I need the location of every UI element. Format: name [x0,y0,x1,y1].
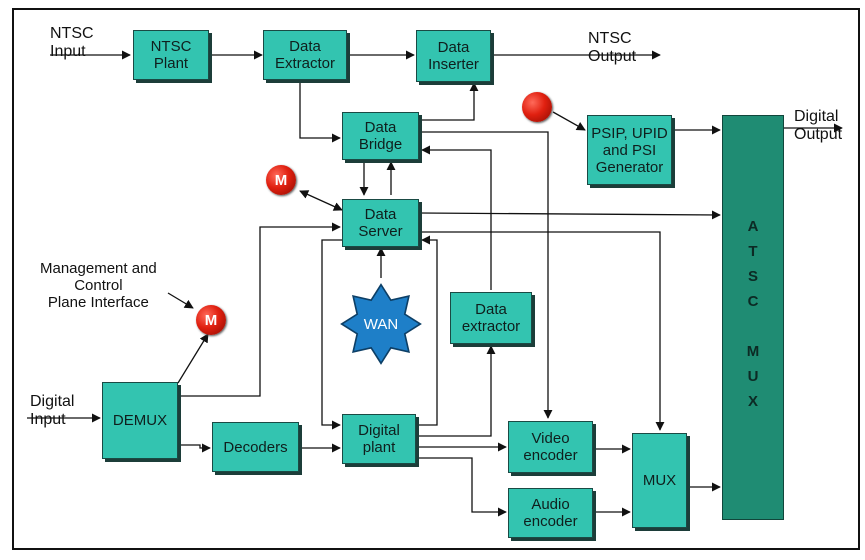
arrow-plant-audio [417,457,507,517]
atsc-mux-label: ATSC MUX [744,217,762,418]
demux-block: DEMUX [102,382,178,459]
arrow-demux-decoders [178,443,211,453]
digital-output-label: Digital Output [794,108,843,143]
wan-label: WAN [363,315,399,333]
management-m-icon: M [196,305,226,335]
arrow-server-mux [420,231,665,431]
video-encoder-block: Video encoder [508,421,593,473]
wan-star-icon [340,283,422,365]
ntsc-input-label: NTSC Input [50,25,94,60]
arrow-extractor-mid-bridge [421,145,492,290]
data-inserter-block: Data Inserter [416,30,491,82]
arrow-bridge-inserter [420,82,479,121]
psip-generator-block: PSIP, UPID and PSI Generator [587,115,672,185]
digital-plant-block: Digital plant [342,414,416,464]
audio-encoder-block: Audio encoder [508,488,593,538]
data-extractor-mid-block: Data extractor [450,292,532,344]
arrow-m-psip [552,111,586,131]
mux-block: MUX [632,433,687,528]
arrow-server-atsc [419,210,721,220]
arrow-mgmt-m [167,292,194,309]
arrow-server-plant [321,239,342,430]
ntsc-output-label: NTSC Output [588,30,637,65]
arrow-plant-server [417,235,438,426]
arrow-demux-m [177,333,209,384]
decoders-block: Decoders [212,422,299,472]
mgmt-interface-label: Management and Control Plane Interface [40,260,157,311]
arrow-extractor-bridge [299,81,341,143]
data-server-block: Data Server [342,199,419,247]
management-m-icon: M [266,165,296,195]
data-bridge-block: Data Bridge [342,112,419,160]
arrow-bridge-video [420,131,553,419]
digital-input-label: Digital Input [30,393,75,428]
ntsc-plant-block: NTSC Plant [133,30,209,80]
arrow-plant-extractor-mid [417,345,496,437]
data-extractor-top-block: Data Extractor [263,30,347,80]
atsc-mux-block: ATSC MUX [722,115,784,520]
management-m-icon [522,92,552,122]
arrow-m-server [299,190,343,211]
arrow-demux-server [178,222,341,397]
outer-border [12,8,860,550]
